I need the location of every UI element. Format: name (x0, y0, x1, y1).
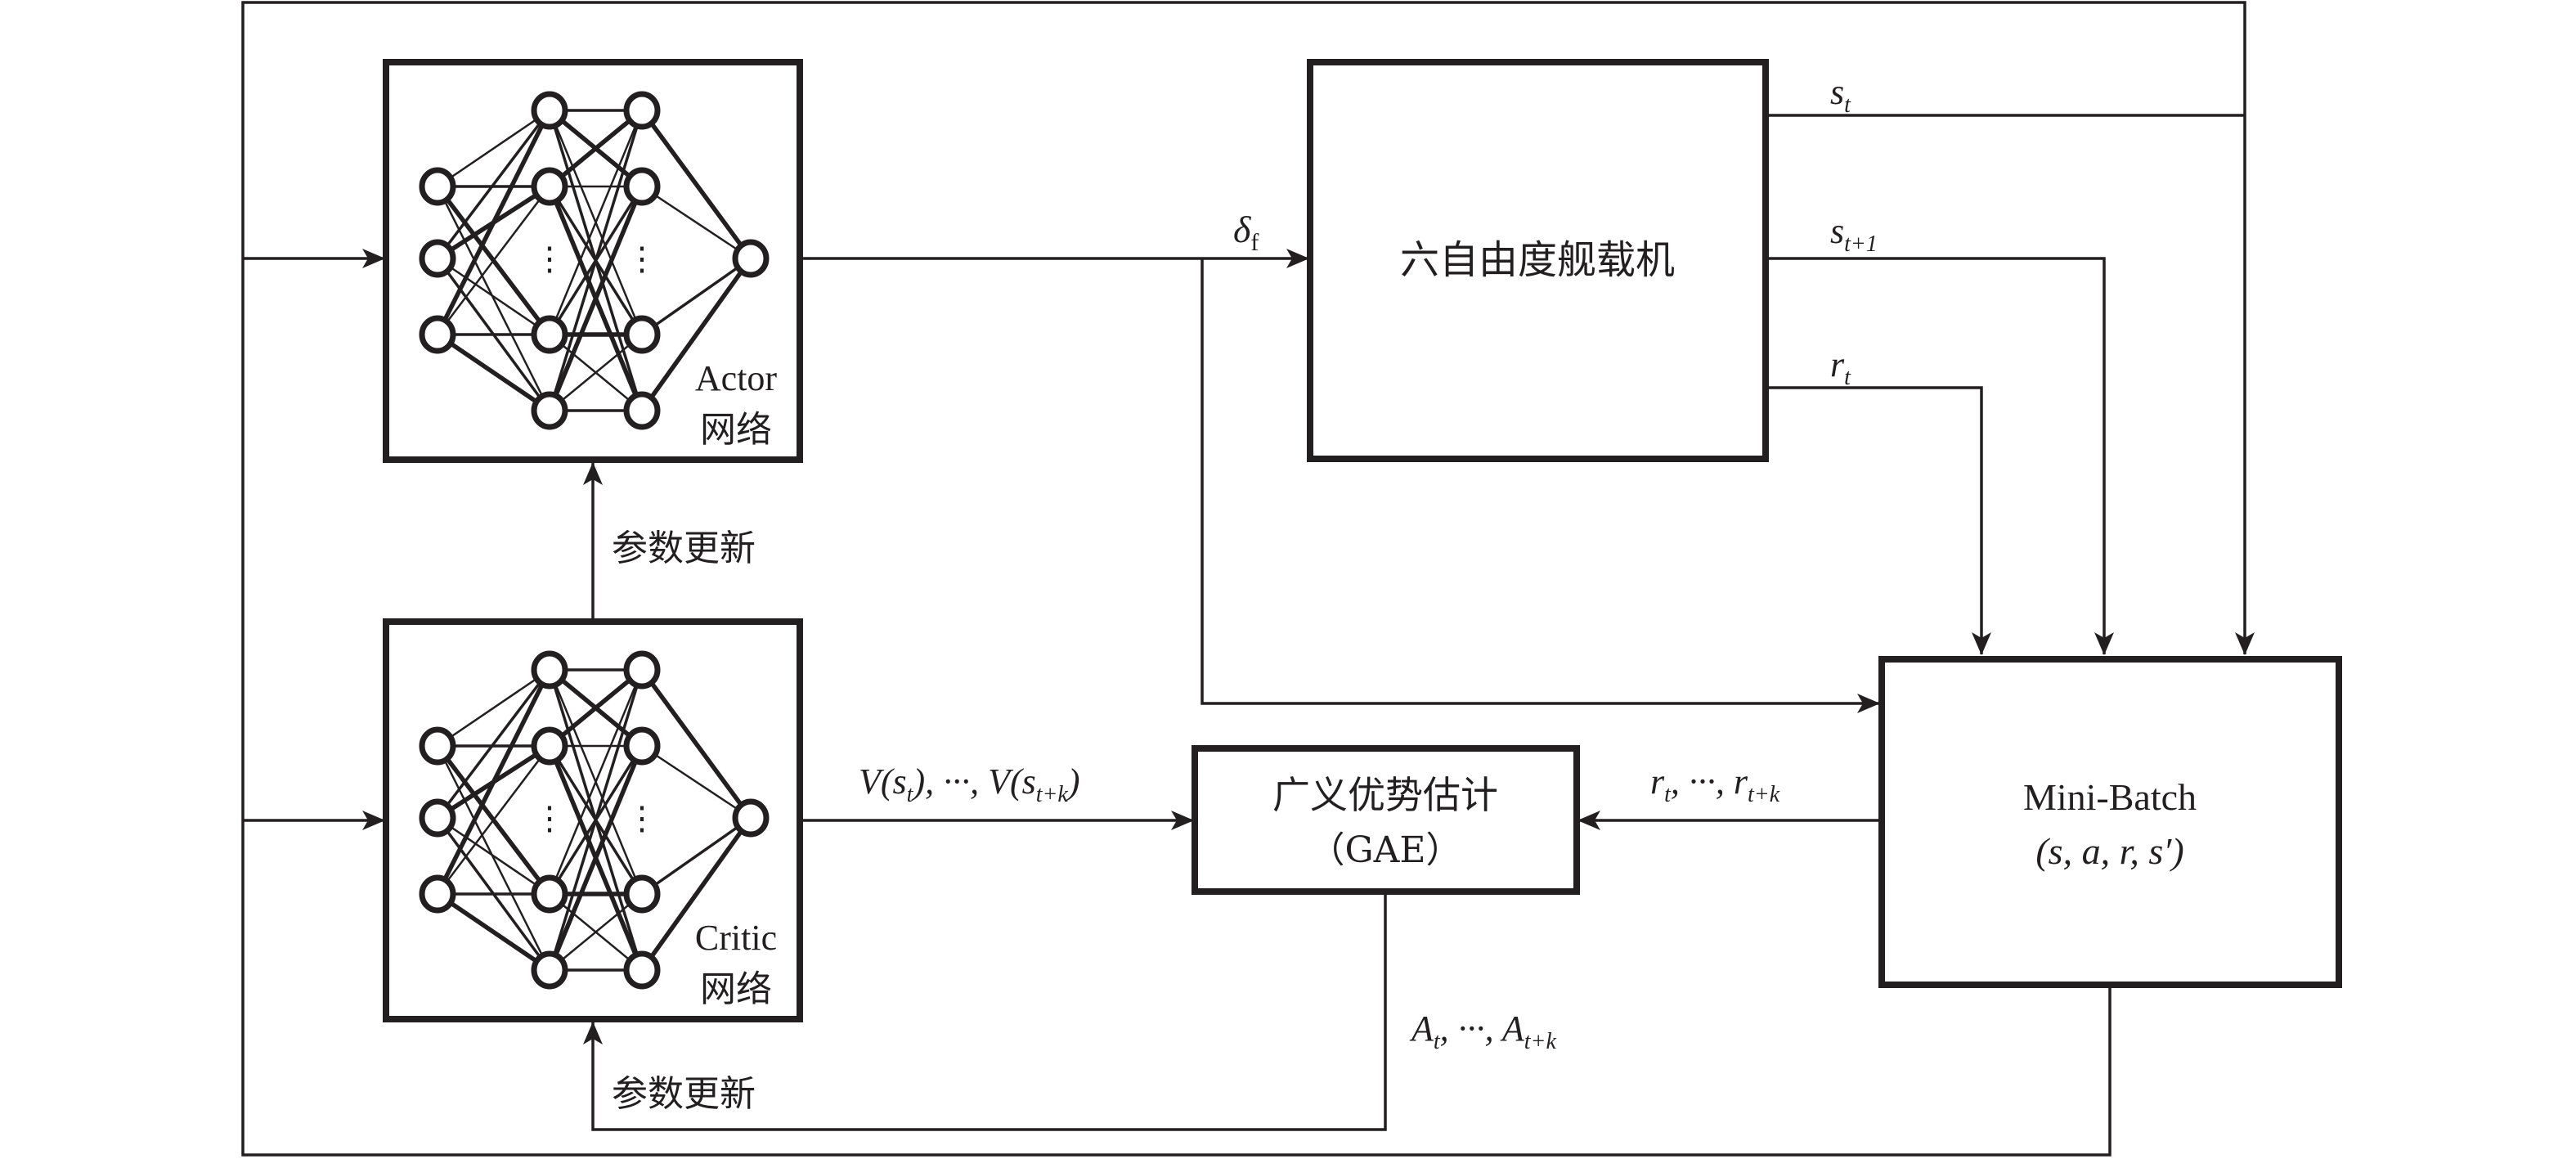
net-neuron (623, 726, 661, 766)
net-connection (436, 186, 551, 411)
advantages-wire (583, 892, 1387, 1131)
net-connection (548, 110, 644, 335)
net-neuron (419, 315, 456, 354)
hidden-layer-ellipsis: ⋮ (626, 800, 658, 837)
net-connection (548, 669, 644, 895)
critic-name: Critic (695, 918, 777, 958)
net-connection (436, 668, 551, 820)
net-neuron (419, 167, 456, 206)
minibatch-block: Mini-Batch (s, a, r, s′) (1878, 656, 2342, 988)
net-neuron (531, 91, 568, 130)
gae-line2: （GAE） (1308, 829, 1461, 871)
net-neuron (419, 726, 456, 766)
net-connection (436, 332, 551, 413)
net-neuron (531, 874, 568, 914)
net-neuron (531, 315, 568, 354)
rewards-label: rt, ···, rt+k (1650, 761, 1780, 807)
actor-subtitle: 网络 (700, 409, 772, 451)
net-connection (437, 745, 550, 895)
net-connection (640, 668, 753, 820)
net-neuron (623, 391, 661, 430)
net-connection (436, 109, 551, 260)
net-neuron (531, 950, 568, 990)
next-state-label: st+1 (1830, 211, 1878, 257)
critic-update-label: 参数更新 (612, 1073, 756, 1115)
net-connection (435, 109, 552, 336)
net-connection (437, 257, 550, 336)
net-neuron (623, 650, 661, 690)
net-neuron (623, 167, 661, 206)
net-connection (437, 186, 550, 335)
minibatch-line1: Mini-Batch (2023, 776, 2197, 818)
net-neuron (623, 950, 661, 990)
hidden-layer-ellipsis: ⋮ (533, 240, 566, 277)
net-connection (640, 816, 752, 896)
critic-neural-net: ⋮⋮ (419, 650, 770, 990)
net-connection (548, 110, 644, 411)
net-connection (437, 816, 550, 896)
net-connection (549, 893, 643, 971)
next-state-wire (1766, 257, 2114, 655)
plant-label: 六自由度舰载机 (1400, 237, 1675, 283)
net-connection (548, 108, 644, 189)
net-connection (435, 668, 552, 896)
hidden-layer-ellipsis: ⋮ (626, 240, 658, 277)
net-neuron (419, 239, 456, 278)
net-connection (548, 669, 644, 971)
net-connection (547, 744, 644, 972)
net-connection (640, 257, 753, 412)
net-connection (548, 667, 644, 748)
hidden-layer-ellipsis: ⋮ (533, 800, 566, 837)
plant-block: 六自由度舰载机 (1307, 59, 1769, 462)
outer-loop-wire (241, 1, 2255, 1157)
net-connection (436, 892, 551, 973)
critic-subtitle: 网络 (700, 968, 772, 1010)
net-neuron (531, 726, 568, 766)
net-neuron (732, 239, 770, 278)
net-connection (640, 109, 753, 260)
net-connection (437, 668, 550, 748)
net-neuron (531, 391, 568, 430)
net-connection (547, 185, 644, 412)
net-neuron (623, 315, 661, 354)
state-label: st (1830, 72, 1851, 118)
net-connection (436, 745, 551, 971)
minibatch-line2: (s, a, r, s′) (2035, 830, 2183, 872)
reward-wire (1766, 386, 1991, 655)
net-neuron (419, 874, 456, 914)
gae-line1: 广义优势估计 (1272, 773, 1498, 817)
values-label: V(st), ···, V(st+k) (859, 761, 1080, 807)
net-neuron (732, 798, 770, 838)
actor-network-block: ⋮⋮ Actor 网络 (383, 59, 803, 463)
action-label: δf (1233, 209, 1259, 256)
net-connection (640, 816, 753, 972)
reward-label: rt (1830, 344, 1851, 390)
critic-network-block: ⋮⋮ Critic 网络 (383, 618, 803, 1022)
net-neuron (419, 798, 456, 838)
advantages-label: At, ···, At+k (1409, 1009, 1556, 1054)
net-connection (641, 744, 752, 820)
net-connection (549, 334, 643, 411)
net-connection (437, 109, 550, 188)
gae-block: 广义优势估计 （GAE） (1192, 745, 1580, 895)
actor-name: Actor (695, 358, 778, 398)
net-neuron (531, 650, 568, 690)
net-neuron (531, 167, 568, 206)
action-to-minibatch-wire (1200, 258, 1880, 713)
net-connection (641, 185, 752, 260)
actor-neural-net: ⋮⋮ (419, 91, 770, 430)
net-connection (640, 257, 752, 336)
net-neuron (623, 874, 661, 914)
actor-update-label: 参数更新 (612, 528, 756, 569)
net-neuron (623, 91, 661, 130)
